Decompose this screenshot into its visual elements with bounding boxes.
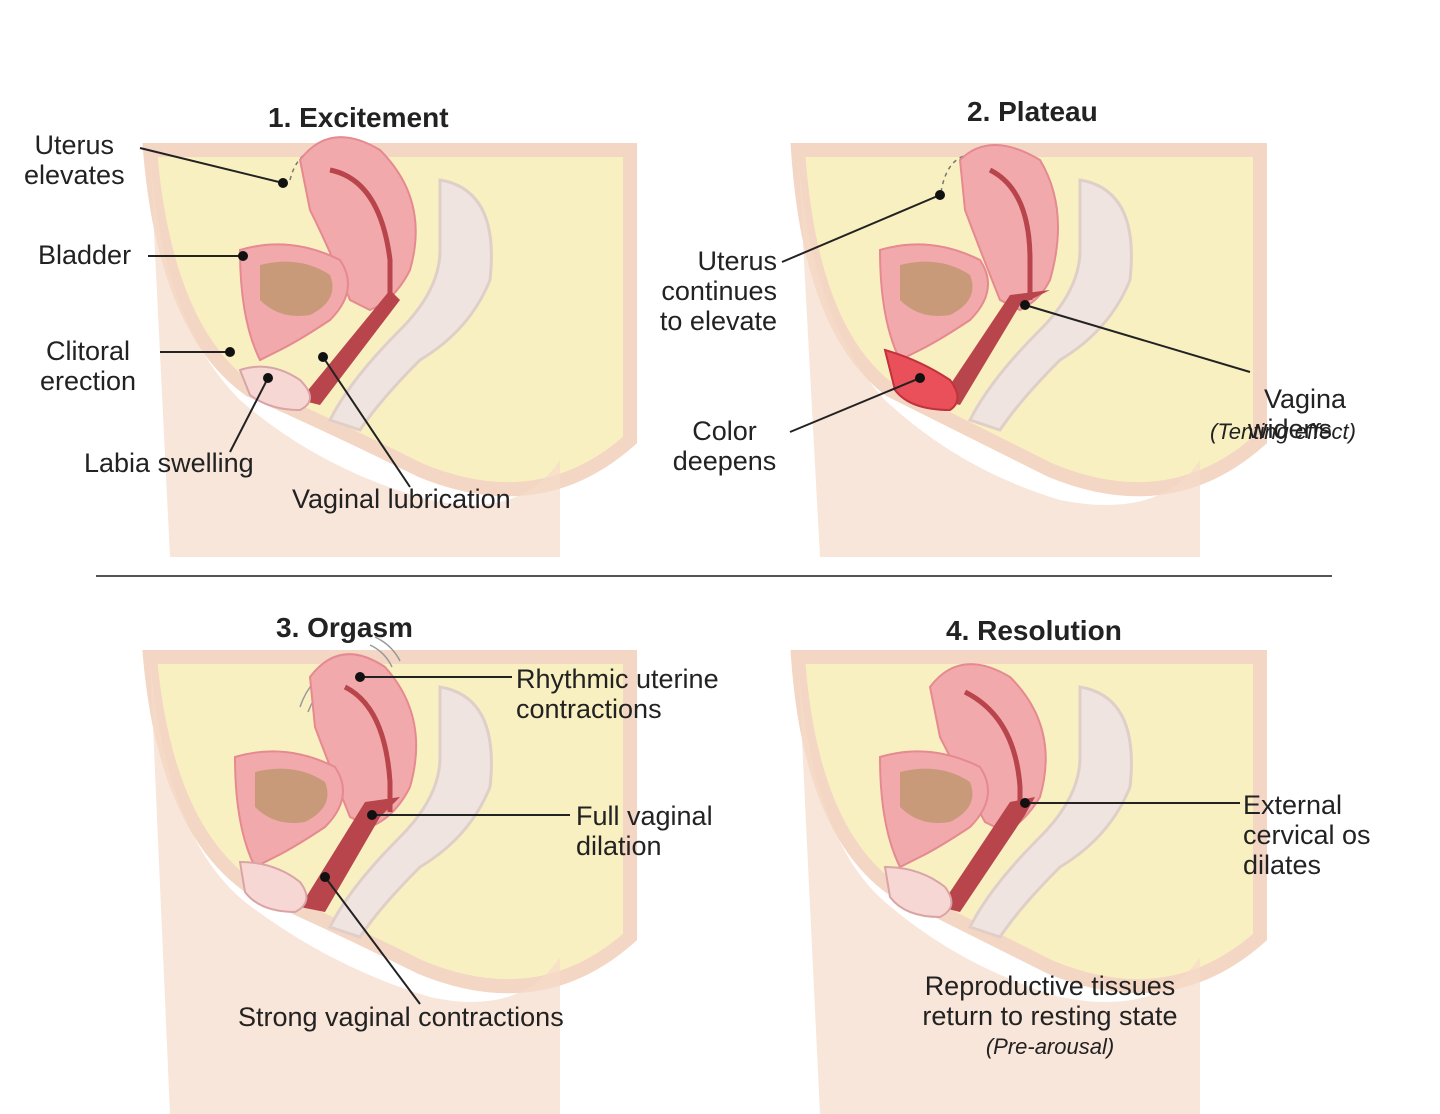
rectum: [967, 685, 1133, 939]
section-divider: [96, 575, 1332, 577]
labia: [883, 865, 953, 919]
skin-contour: [798, 657, 1200, 1114]
rectum: [327, 685, 493, 939]
panel-title: 4. Resolution: [946, 615, 1122, 646]
label-vagina-widens-text: Vagina widens: [1247, 384, 1347, 444]
labia: [238, 860, 308, 914]
skin-contour: [150, 657, 560, 1114]
leader-lines: [781, 194, 1251, 433]
label-pre-arousal: (Pre-arousal): [880, 1032, 1220, 1062]
label-vagina-widens: Vagina widens: [1210, 354, 1370, 474]
panel-title: 3. Orgasm: [276, 612, 413, 643]
anatomy-illustration-resolution: [790, 650, 1267, 1114]
rectum: [327, 178, 493, 432]
label-clitoral-erection: Clitoral erection: [40, 336, 137, 396]
vagina: [300, 290, 400, 405]
note-tenting-effect: (Tenting effect): [1210, 419, 1356, 444]
label-return-to-resting: Reproductive tissues return to resting s…: [922, 971, 1178, 1031]
label-full-vaginal-dilation: Full vaginal dilation: [576, 801, 713, 861]
rectum: [967, 178, 1133, 432]
leader-dots: [225, 178, 328, 383]
bladder-content: [260, 261, 333, 316]
label-strong-vaginal-contractions: Strong vaginal contractions: [238, 1002, 564, 1032]
leader-lines: [139, 147, 411, 488]
vagina-widened: [940, 290, 1050, 405]
label-labia-swelling: Labia swelling: [84, 448, 254, 478]
panel-title: 2. Plateau: [967, 96, 1098, 127]
leader-dots: [915, 190, 1030, 383]
anatomy-illustration-plateau: [781, 143, 1267, 557]
bladder-content: [900, 261, 973, 316]
label-vaginal-lubrication: Vaginal lubrication: [292, 484, 511, 514]
label-bladder: Bladder: [38, 240, 132, 270]
bladder-content: [900, 768, 973, 823]
label-color-deepens: Color deepens: [672, 416, 777, 476]
panel-excitement: 1. Excitement Uterus elevates Bladder Cl…: [0, 0, 720, 557]
leader-lines: [324, 676, 570, 1005]
leader-dots: [320, 672, 377, 882]
panel-orgasm: 3. Orgasm Rhythmic uterine contractions …: [0, 557, 720, 1114]
label-uterus-continues: Uterus continues to elevate: [659, 246, 777, 336]
uterus: [958, 144, 1059, 312]
panel-resolution: 4. Resolution External cervical os dilat…: [720, 557, 1440, 1114]
label-rhythmic-uterine-contractions: Rhythmic uterine contractions: [516, 664, 719, 724]
skin-contour: [150, 150, 560, 557]
vagina: [940, 797, 1035, 912]
uterine-canal: [343, 684, 393, 812]
anatomy-illustration-excitement: [139, 136, 637, 557]
anatomy-illustration-orgasm: [142, 636, 637, 1114]
leader-dots: [1020, 798, 1030, 808]
label-uterus-elevates: Uterus elevates: [24, 130, 125, 190]
uterine-canal: [329, 167, 393, 300]
label-tenting-effect: (Tenting effect): [1210, 417, 1390, 447]
label-external-cervical-os: External cervical os dilates: [1243, 790, 1371, 880]
bladder-content: [255, 768, 328, 823]
uterine-canal: [988, 167, 1033, 300]
uterine-canal: [963, 689, 1023, 812]
skin-contour: [798, 150, 1200, 557]
panel-title: 1. Excitement: [268, 102, 449, 133]
vagina-dilated: [300, 797, 400, 912]
note-pre-arousal: (Pre-arousal): [985, 1034, 1115, 1059]
panel-plateau: 2. Plateau Uterus continues to elevate V…: [660, 0, 1440, 557]
